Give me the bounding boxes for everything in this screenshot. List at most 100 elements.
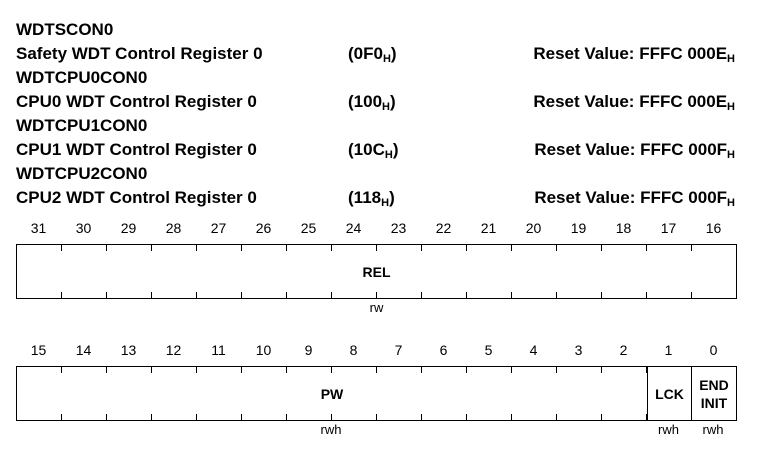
bit-tick xyxy=(151,292,152,298)
bit-number-5: 5 xyxy=(484,342,493,358)
bit-number-11: 11 xyxy=(211,342,226,358)
bit-tick xyxy=(646,245,647,251)
reg-long-5: CPU1 WDT Control Register 0 xyxy=(16,140,257,159)
bit-tick xyxy=(376,292,377,298)
bit-tick xyxy=(61,245,62,251)
reg-short-2: WDTCPU0CON0 xyxy=(16,68,148,87)
bit-tick xyxy=(106,292,107,298)
bit-tick xyxy=(556,245,557,251)
bit-tick xyxy=(286,367,287,373)
bit-number-21: 21 xyxy=(480,220,497,236)
reg-short-0: WDTSCON0 xyxy=(16,20,114,39)
register-short-name-0: WDTSCON0 xyxy=(0,18,760,42)
register-row-cpu1: CPU1 WDT Control Register 0 (10CH) Reset… xyxy=(0,138,760,162)
register-row-safety: Safety WDT Control Register 0 (0F0H) Res… xyxy=(0,42,760,66)
bit-tick xyxy=(646,292,647,298)
field-rel-access: rw xyxy=(369,300,384,315)
reg-long-7: CPU2 WDT Control Register 0 xyxy=(16,188,257,207)
bit-tick xyxy=(376,367,377,373)
bit-tick xyxy=(421,245,422,251)
bit-tick xyxy=(61,367,62,373)
bit-tick xyxy=(151,245,152,251)
bit-tick xyxy=(376,245,377,251)
bit-number-19: 19 xyxy=(570,220,587,236)
reg-addr-7: (118H) xyxy=(348,188,395,209)
reg-reset-1: Reset Value: FFFC 000EH xyxy=(533,44,735,65)
bit-tick xyxy=(61,292,62,298)
bit-tick xyxy=(196,245,197,251)
field-pw: PW xyxy=(17,367,647,420)
bit-tick xyxy=(691,245,692,251)
bit-number-15: 15 xyxy=(30,342,47,358)
bit-tick xyxy=(286,245,287,251)
reg-reset-7: Reset Value: FFFC 000FH xyxy=(534,188,735,209)
bit-number-10: 10 xyxy=(255,342,272,358)
bit-number-28: 28 xyxy=(165,220,182,236)
bit-tick xyxy=(151,414,152,420)
reg-long-1: Safety WDT Control Register 0 xyxy=(16,44,263,63)
bit-tick xyxy=(376,414,377,420)
bit-number-12: 12 xyxy=(165,342,182,358)
bit-tick xyxy=(196,367,197,373)
bit-tick xyxy=(511,414,512,420)
bit-number-30: 30 xyxy=(75,220,92,236)
bit-tick xyxy=(511,367,512,373)
field-lck-label: LCK xyxy=(655,385,684,402)
bit-number-25: 25 xyxy=(300,220,317,236)
field-lck-access: rwh xyxy=(658,422,679,437)
bit-number-24: 24 xyxy=(345,220,362,236)
bit-number-22: 22 xyxy=(435,220,452,236)
bit-tick xyxy=(241,292,242,298)
field-rel-label: REL xyxy=(362,263,391,280)
register-short-name-2: WDTCPU0CON0 xyxy=(0,66,760,90)
bit-tick xyxy=(151,367,152,373)
bit-number-8: 8 xyxy=(349,342,358,358)
field-pw-label: PW xyxy=(320,385,344,402)
bit-tick xyxy=(601,245,602,251)
bit-tick xyxy=(241,245,242,251)
bit-number-16: 16 xyxy=(705,220,722,236)
bit-tick xyxy=(331,367,332,373)
bit-tick xyxy=(241,367,242,373)
bit-tick xyxy=(511,292,512,298)
bit-tick xyxy=(106,414,107,420)
bit-tick xyxy=(286,414,287,420)
bit-number-1: 1 xyxy=(664,342,673,358)
bit-tick xyxy=(466,292,467,298)
bit-number-26: 26 xyxy=(255,220,272,236)
reg-long-3: CPU0 WDT Control Register 0 xyxy=(16,92,257,111)
bit-tick xyxy=(691,292,692,298)
bit-number-3: 3 xyxy=(574,342,583,358)
bit-number-6: 6 xyxy=(439,342,448,358)
bit-number-7: 7 xyxy=(394,342,403,358)
bit-tick xyxy=(646,367,647,373)
bit-number-18: 18 xyxy=(615,220,632,236)
bit-number-4: 4 xyxy=(529,342,538,358)
register-short-name-6: WDTCPU2CON0 xyxy=(0,162,760,186)
bit-tick xyxy=(421,367,422,373)
bit-number-31: 31 xyxy=(30,220,47,236)
register-short-name-4: WDTCPU1CON0 xyxy=(0,114,760,138)
bit-tick xyxy=(331,292,332,298)
bit-tick xyxy=(196,414,197,420)
bit-number-9: 9 xyxy=(304,342,313,358)
bit-number-0: 0 xyxy=(709,342,718,358)
bit-tick xyxy=(511,245,512,251)
reg-addr-1: (0F0H) xyxy=(348,44,397,65)
separator-pw-lck xyxy=(647,367,648,420)
bit-tick xyxy=(601,414,602,420)
bit-tick xyxy=(421,414,422,420)
bit-tick xyxy=(106,367,107,373)
register-row-cpu0: CPU0 WDT Control Register 0 (100H) Reset… xyxy=(0,90,760,114)
reg-short-4: WDTCPU1CON0 xyxy=(16,116,148,135)
bit-number-23: 23 xyxy=(390,220,407,236)
bit-number-29: 29 xyxy=(120,220,137,236)
bit-tick xyxy=(466,367,467,373)
bit-tick xyxy=(106,245,107,251)
bit-tick xyxy=(466,245,467,251)
reg-short-6: WDTCPU2CON0 xyxy=(16,164,148,183)
bit-number-2: 2 xyxy=(619,342,628,358)
bit-tick xyxy=(601,292,602,298)
